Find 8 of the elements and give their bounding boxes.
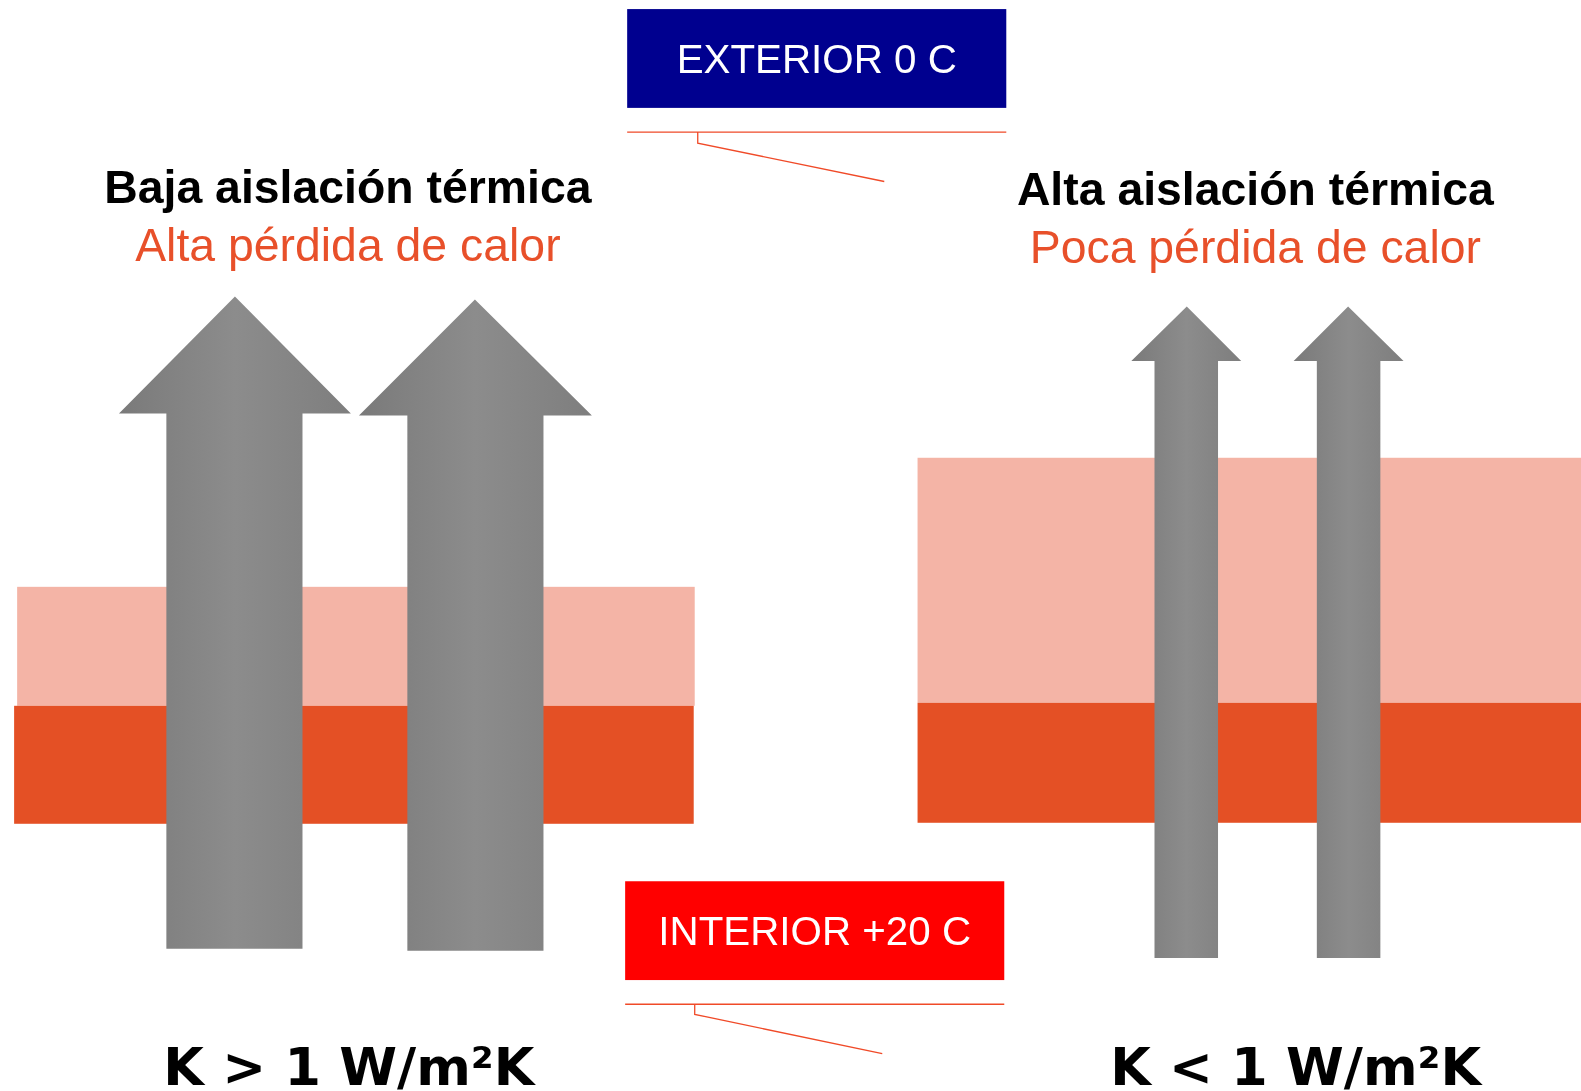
subheading: Alta pérdida de calor [135,217,561,273]
heading: Baja aislación térmica [104,159,592,214]
subheading: Poca pérdida de calor [1029,219,1481,275]
formula-text: K < 1 W/m²K [1110,1036,1482,1091]
formula-text: K > 1 W/m²K [163,1036,535,1091]
heading: Alta aislación térmica [1016,161,1494,216]
temperature-box: INTERIOR +20 C [625,881,1005,981]
temperature-box: EXTERIOR 0 C [627,9,1007,108]
